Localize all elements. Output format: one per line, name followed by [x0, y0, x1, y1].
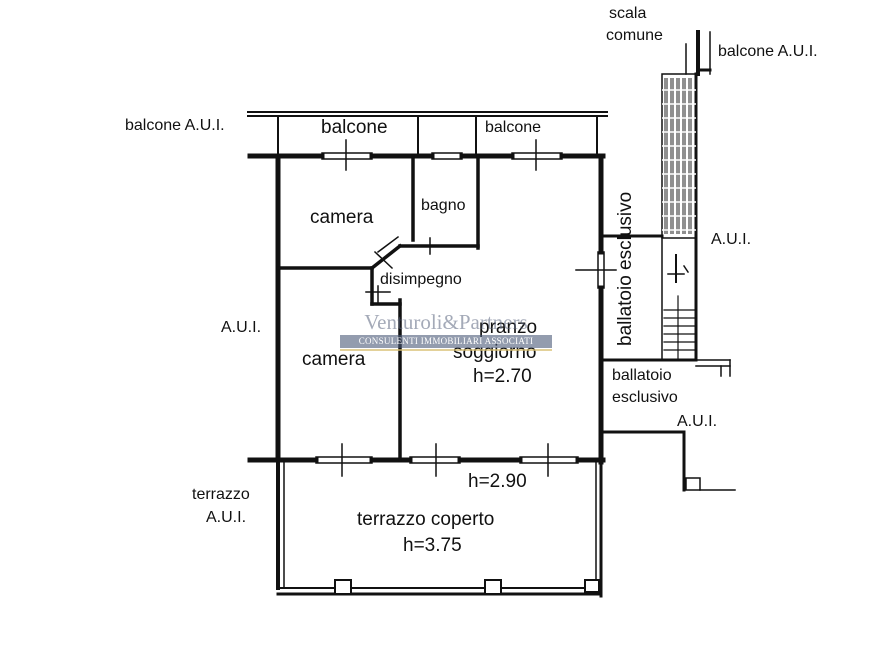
label-terrazzo-aui-2: A.U.I.	[206, 509, 247, 526]
label-balcone-right: balcone	[485, 119, 542, 136]
label-camera-bottom: camera	[302, 349, 366, 370]
label-h-soggiorno: h=2.70	[473, 366, 532, 387]
label-ballatoio-bottom-2: esclusivo	[612, 389, 678, 406]
label-terrazzo-coperto: terrazzo coperto	[357, 509, 495, 530]
label-disimpegno: disimpegno	[380, 271, 462, 288]
label-balcone-aui-top-right: balcone A.U.I.	[718, 43, 818, 60]
covered-terrace-outline	[276, 460, 603, 598]
label-aui-right-bottom: A.U.I.	[677, 413, 718, 430]
interior-walls	[276, 154, 480, 462]
label-bagno: bagno	[421, 197, 466, 214]
door-marks	[365, 235, 439, 305]
label-comune: comune	[606, 27, 663, 44]
balcony-rail	[247, 111, 608, 154]
label-balcone-left: balcone	[321, 117, 388, 138]
windows	[315, 139, 617, 477]
label-balcone-aui-left: balcone A.U.I.	[125, 117, 225, 134]
stair-hatching-horizontal	[662, 89, 696, 231]
label-h-290: h=2.90	[468, 471, 527, 492]
label-terrazzo-aui-1: terrazzo	[192, 486, 250, 503]
common-staircase	[661, 30, 712, 362]
label-ballatoio-vertical: ballatoio esclusivo	[615, 191, 636, 346]
label-h-terrazzo: h=3.75	[403, 535, 462, 556]
exterior-walls	[247, 153, 606, 465]
label-camera-top: camera	[310, 207, 374, 228]
label-ballatoio-bottom-1: ballatoio	[612, 367, 672, 384]
label-aui-right: A.U.I.	[711, 231, 752, 248]
walkway-outline	[599, 234, 736, 492]
label-aui-left: A.U.I.	[221, 319, 262, 336]
label-soggiorno: soggiorno	[453, 342, 537, 363]
stair-hatching	[664, 78, 692, 234]
label-scala: scala	[609, 5, 647, 22]
label-pranzo: pranzo	[479, 317, 538, 338]
